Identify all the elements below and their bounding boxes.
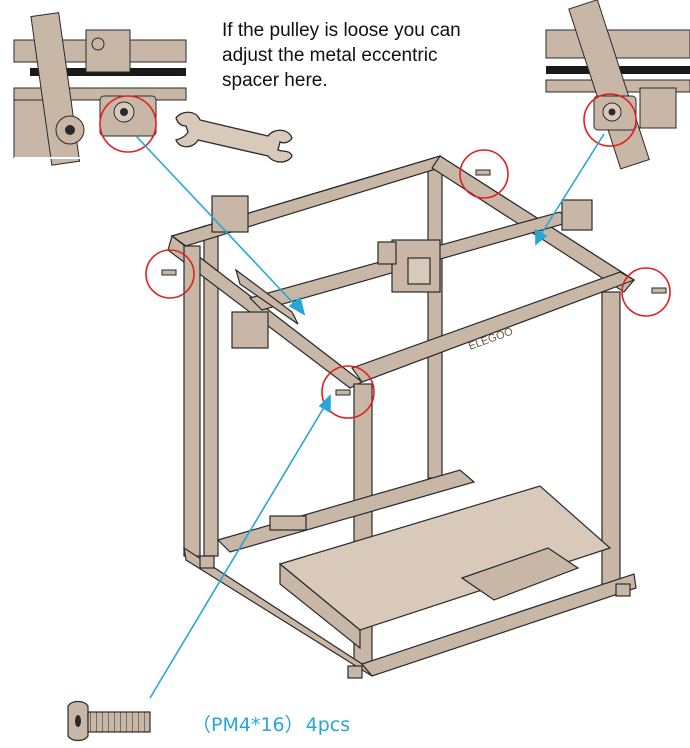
screw-spec: （PM4*16） xyxy=(192,714,304,736)
screw-icon xyxy=(67,700,151,742)
pointer-arrow-right xyxy=(539,133,605,237)
detail-inset-right xyxy=(545,0,690,170)
printer-frame xyxy=(167,155,637,679)
callout-circle-left-inset xyxy=(99,95,157,153)
callout-screws xyxy=(161,169,667,396)
callout-circles xyxy=(99,93,671,419)
pointer-arrow-left xyxy=(135,135,297,307)
callout-circle-left xyxy=(145,249,195,299)
screw-caption: （PM4*16）4pcs xyxy=(192,710,352,737)
callout-circle-back-right xyxy=(459,149,509,199)
pointer-arrows xyxy=(135,133,605,699)
wrench-icon xyxy=(175,111,293,163)
callout-circle-right-inset xyxy=(583,93,637,147)
pointer-arrow-screw xyxy=(149,403,327,699)
callout-circle-front xyxy=(321,365,375,419)
callout-circle-right xyxy=(621,267,671,317)
screw-quantity: 4pcs xyxy=(305,714,351,736)
detail-inset-left xyxy=(13,10,187,166)
instruction-note: If the pulley is loose you can adjust th… xyxy=(222,20,461,91)
